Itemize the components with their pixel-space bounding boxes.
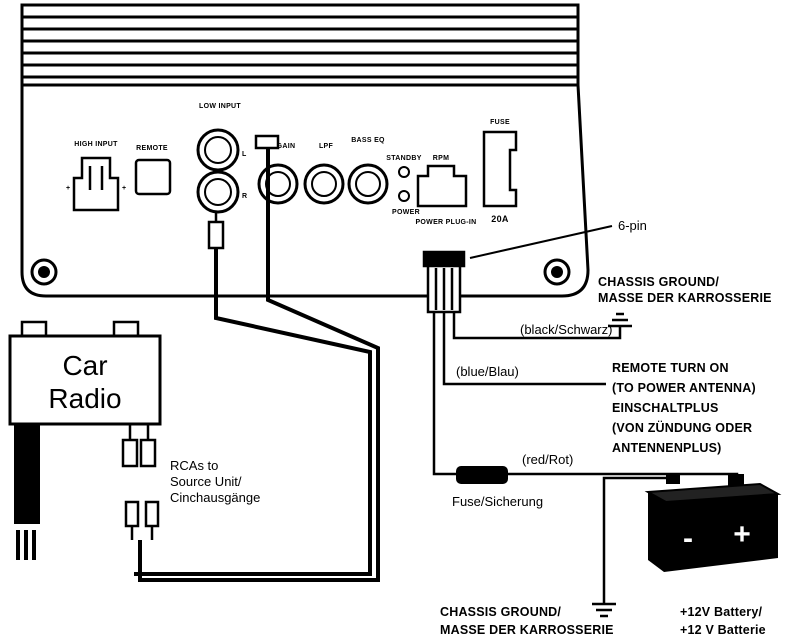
battery-label: +12V Battery/ +12 V Batterie — [680, 605, 766, 637]
channel-l-label: L — [242, 151, 247, 158]
blue-remote-wire — [442, 312, 606, 386]
six-pin-pointer — [469, 225, 613, 259]
power-led-label: POWER — [392, 209, 420, 216]
heatsink — [20, 3, 580, 87]
svg-text:(VON ZÜNDUNG ODER: (VON ZÜNDUNG ODER — [612, 420, 752, 435]
inline-fuse — [456, 466, 508, 484]
svg-text:MASSE DER KARROSSERIE: MASSE DER KARROSSERIE — [598, 291, 772, 305]
gain-knob — [257, 163, 299, 205]
channel-r-label: R — [242, 193, 247, 200]
lpf-label: LPF — [319, 143, 334, 150]
ground-symbol-top — [608, 312, 632, 328]
amplifier: HIGH INPUT + + REMOTE LOW INPUT L R GAIN — [20, 3, 590, 298]
fuse-rating: 20A — [491, 214, 509, 224]
battery-minus: - — [683, 522, 693, 555]
mounting-screw-right — [543, 258, 571, 286]
svg-text:RCAs to: RCAs to — [170, 458, 218, 473]
black-ground-wire — [452, 312, 622, 340]
high-input-label: HIGH INPUT — [74, 141, 118, 148]
radio-rca-outputs — [121, 424, 157, 468]
battery-ground-wire — [602, 476, 674, 604]
svg-text:+12 V Batterie: +12 V Batterie — [680, 623, 766, 637]
svg-text:REMOTE TURN ON: REMOTE TURN ON — [612, 361, 729, 375]
fuse-holder — [482, 130, 518, 208]
remote-turn-on-label: REMOTE TURN ON (TO POWER ANTENNA) EINSCH… — [612, 361, 756, 455]
standby-led — [398, 166, 410, 178]
rca-jack-left — [196, 128, 240, 172]
black-wire-label: (black/Schwarz) — [520, 322, 612, 337]
rpm-label: RPM — [433, 155, 449, 162]
svg-text:CHASSIS GROUND/: CHASSIS GROUND/ — [598, 275, 719, 289]
power-led — [398, 190, 410, 202]
high-input-plus: + — [66, 185, 70, 192]
six-pin-label: 6-pin — [618, 218, 647, 233]
rca-jack-right — [196, 170, 240, 214]
svg-text:EINSCHALTPLUS: EINSCHALTPLUS — [612, 401, 719, 415]
svg-text:+12V Battery/: +12V Battery/ — [680, 605, 762, 619]
rca-label: RCAs to Source Unit/ Cinchausgänge — [170, 458, 260, 505]
chassis-ground-bottom-label: CHASSIS GROUND/ MASSE DER KARROSSERIE — [440, 605, 614, 637]
battery-plus: + — [733, 518, 751, 551]
ground-symbol-bottom — [592, 602, 616, 618]
lpf-knob — [303, 163, 345, 205]
car-radio-label-line1: Car — [62, 350, 107, 381]
car-radio-label-line2: Radio — [48, 383, 121, 414]
fuse-holder-label: FUSE — [490, 119, 510, 126]
battery: - + — [644, 474, 782, 572]
gain-label: GAIN — [277, 143, 296, 150]
bass-eq-knob — [347, 163, 389, 205]
low-input-label: LOW INPUT — [199, 103, 241, 110]
svg-text:MASSE DER KARROSSERIE: MASSE DER KARROSSERIE — [440, 623, 614, 637]
blue-wire-label: (blue/Blau) — [456, 364, 519, 379]
rca-plugs-source — [124, 500, 160, 540]
car-radio: Car Radio — [8, 320, 162, 560]
svg-text:(TO POWER ANTENNA): (TO POWER ANTENNA) — [612, 381, 756, 395]
svg-text:ANTENNENPLUS): ANTENNENPLUS) — [612, 441, 722, 455]
rca-plug-at-amp — [207, 134, 280, 250]
remote-port — [134, 158, 172, 196]
svg-text:Source Unit/: Source Unit/ — [170, 474, 242, 489]
high-input-connector — [72, 156, 120, 212]
rpm-switch — [416, 164, 468, 208]
remote-label: REMOTE — [136, 145, 168, 152]
standby-label: STANDBY — [386, 155, 421, 162]
rca-cable — [134, 142, 380, 582]
six-pin-connector — [422, 250, 466, 314]
svg-text:Cinchausgänge: Cinchausgänge — [170, 490, 260, 505]
power-plug-in-label: POWER PLUG-IN — [415, 219, 476, 226]
fuse-label: Fuse/Sicherung — [452, 494, 543, 509]
red-wire-label: (red/Rot) — [522, 452, 573, 467]
svg-text:CHASSIS GROUND/: CHASSIS GROUND/ — [440, 605, 561, 619]
bass-eq-label: BASS EQ — [351, 137, 385, 144]
mounting-screw-left — [30, 258, 58, 286]
chassis-ground-top-label: CHASSIS GROUND/ MASSE DER KARROSSERIE — [598, 275, 772, 305]
high-input-plus-right: + — [122, 185, 126, 192]
